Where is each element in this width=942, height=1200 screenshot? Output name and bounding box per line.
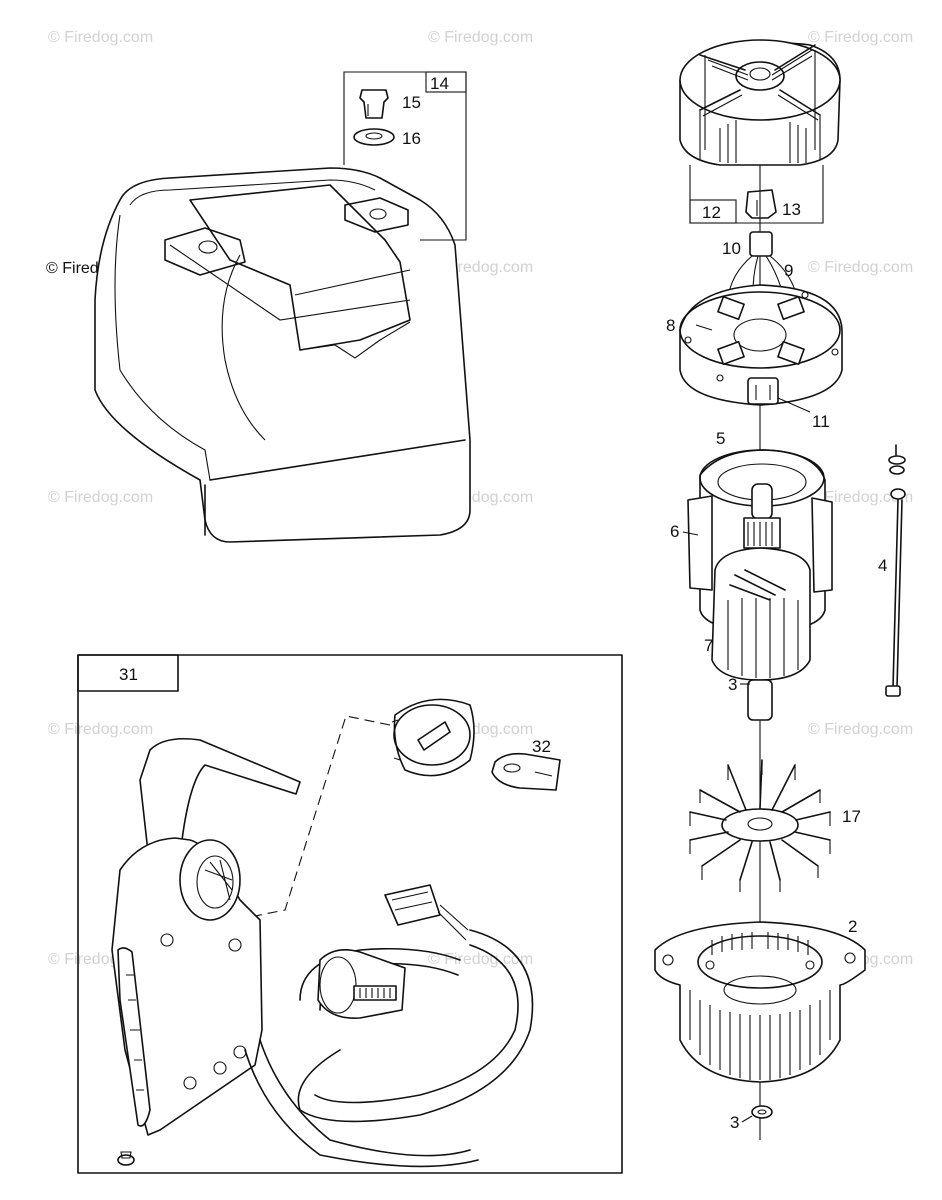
brush-holder-8: 8 (666, 284, 843, 406)
leader-line (244, 715, 391, 919)
callout-14: 14 (343, 71, 467, 241)
armature-7: 7 3 (704, 483, 811, 721)
terminal-11: 11 (747, 377, 830, 431)
washer-3: 3 (730, 1105, 773, 1132)
part-label-12: 12 (702, 203, 721, 222)
watermark: © Firedog.com (428, 29, 533, 46)
fan-17: 17 (689, 759, 861, 892)
control-knob (391, 698, 475, 777)
cable-connector (384, 884, 469, 941)
part-label-31: 31 (119, 665, 138, 684)
watermark: © Firedog.com (808, 29, 913, 46)
part-label-11: 11 (812, 412, 830, 431)
part-label-8: 8 (666, 316, 675, 335)
part-label-13: 13 (782, 200, 801, 219)
watermark: © Firedog.com (48, 721, 153, 738)
part-label-2: 2 (848, 917, 857, 936)
tie-rod-4: 4 (878, 444, 906, 697)
watermark: © Firedog.com (808, 259, 913, 276)
connector-10: 10 (722, 231, 773, 258)
washer-16: 16 (353, 128, 421, 148)
watermark: © Firedog.com (48, 489, 153, 506)
control-plate (111, 737, 301, 1136)
end-bell-2: 2 (654, 917, 866, 1083)
part-label-32: 32 (532, 737, 551, 756)
part-label-10: 10 (722, 239, 741, 258)
bolt-15: 15 (359, 89, 421, 119)
part-label-16: 16 (402, 129, 421, 148)
part-label-15: 15 (402, 93, 421, 112)
callout-12: 12 13 (689, 165, 824, 224)
sensor-plug (317, 949, 406, 1019)
watermark: © Firedog.com (48, 29, 153, 46)
part-label-9: 9 (784, 261, 793, 280)
watermark: © Firedog.com (808, 489, 913, 506)
end-cap (679, 39, 841, 166)
part-label-7: 7 (704, 636, 713, 655)
screw (117, 1151, 135, 1166)
motor-cover (94, 167, 471, 543)
part-label-3-upper: 3 (728, 675, 737, 694)
part-label-3-lower: 3 (730, 1113, 739, 1132)
part-label-4: 4 (878, 556, 887, 575)
callout-31: 31 (77, 654, 623, 1174)
clip-32: 32 (491, 737, 561, 791)
watermark: © Firedog.com (428, 951, 533, 968)
watermark: © Firedog.com (808, 721, 913, 738)
part-label-14: 14 (430, 74, 449, 93)
part-label-5: 5 (716, 429, 725, 448)
part-label-6: 6 (670, 522, 679, 541)
part-label-17: 17 (842, 807, 861, 826)
